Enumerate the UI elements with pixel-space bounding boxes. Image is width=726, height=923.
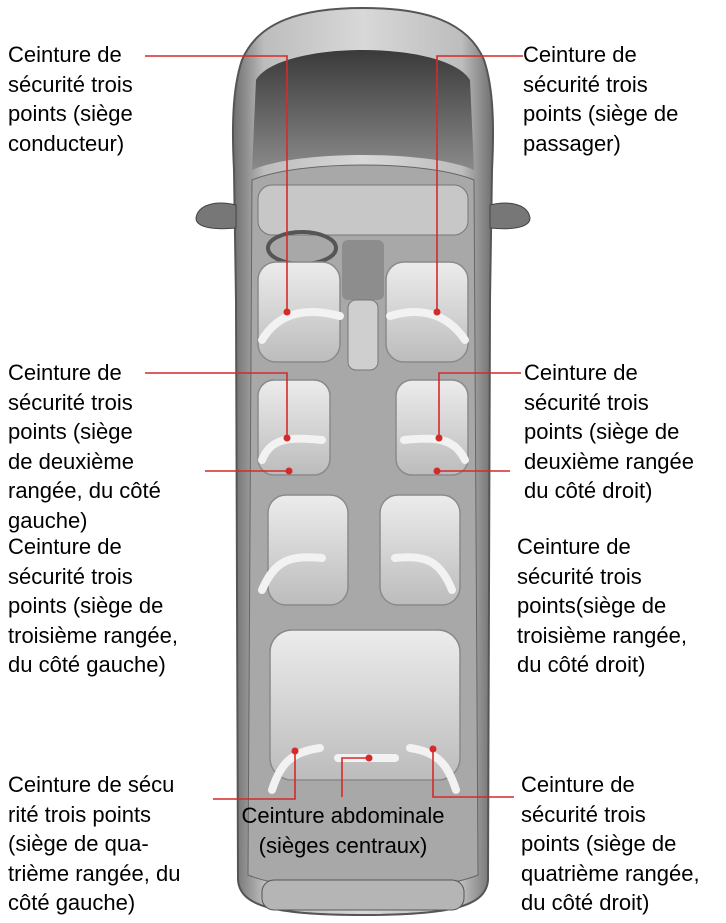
leader-row2-right (438, 372, 521, 438)
seat-belts (258, 307, 469, 794)
leader-driver (145, 55, 288, 312)
label-row2-left-belt: Ceinture de sécurité trois points (siège… (8, 360, 161, 533)
leader-row2-left (145, 372, 288, 438)
belt-anchor-points (283, 308, 443, 762)
label-row4-right-belt: Ceinture de sécurité trois points (siège… (521, 772, 700, 915)
label-row3-left-belt: Ceinture de sécurité trois points (siège… (8, 534, 178, 677)
leader-row4-left (213, 751, 296, 800)
label-row3-right-belt: Ceinture de sécurité trois points(siège … (517, 534, 687, 677)
label-passenger-belt: Ceinture de sécurité trois points (siège… (523, 42, 679, 156)
seat-row4-bench (269, 629, 461, 781)
leader-lines (145, 55, 523, 800)
label-center-lap-belt: Ceinture abdominale (sièges centraux) (241, 803, 445, 858)
leader-passenger (436, 55, 523, 312)
label-driver-belt: Ceinture de sécurité trois points (siège… (8, 42, 133, 156)
seat-row3-right (379, 494, 461, 606)
leader-row4-right (432, 749, 514, 798)
label-row2-right-belt: Ceinture de sécurité trois points (siège… (524, 360, 695, 503)
seat-row3-left (267, 494, 349, 606)
label-row4-left-belt: Ceinture de sécu rité trois points (sièg… (8, 772, 181, 915)
seat-row2-left (257, 379, 331, 476)
leader-center (341, 757, 369, 797)
seat-row2-right (395, 379, 469, 476)
